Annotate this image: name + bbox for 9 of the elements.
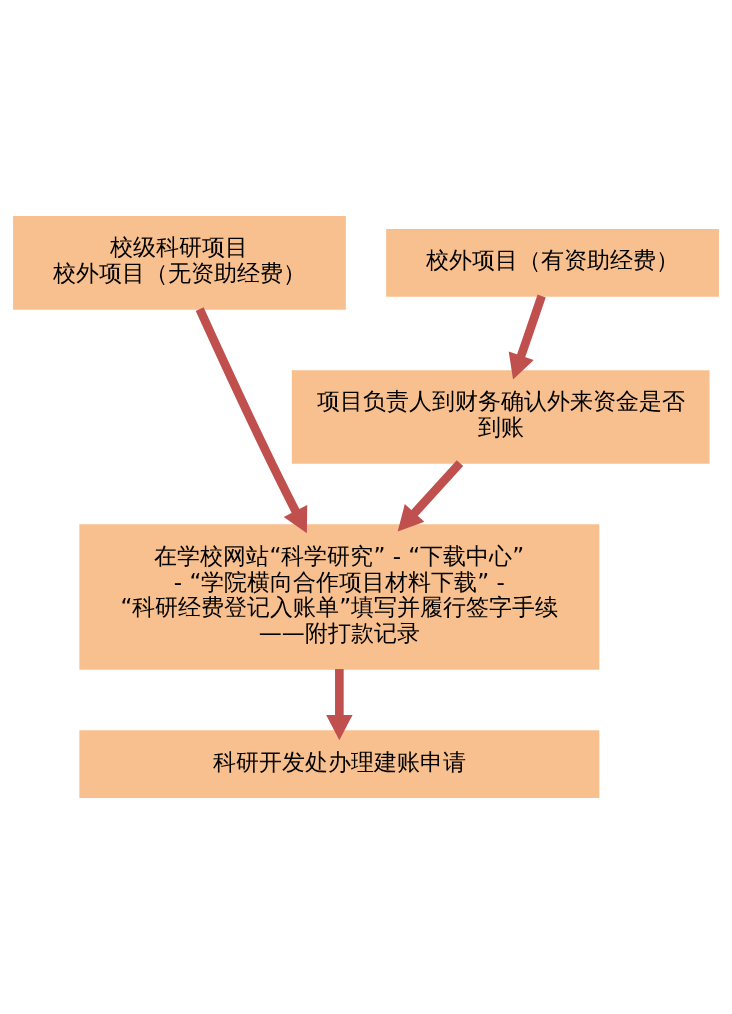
- node-box: 在学校网站“科学研究” - “下载中心” - “学院横向合作项目材料下载” - “科研经费登记入账单”填写并履行签字手续——附打款记录: [79, 524, 600, 670]
- node-box: 科研开发处办理建账申请: [79, 730, 600, 798]
- arrow: [397, 460, 464, 532]
- arrow: [195, 307, 308, 534]
- arrow: [326, 669, 353, 741]
- arrow: [508, 294, 546, 380]
- node-box: 项目负责人到财务确认外来资金是否到账: [291, 370, 710, 464]
- node-box: 校外项目（有资助经费）: [386, 229, 719, 297]
- node-box: 校级科研项目 校外项目（无资助经费）: [13, 216, 346, 310]
